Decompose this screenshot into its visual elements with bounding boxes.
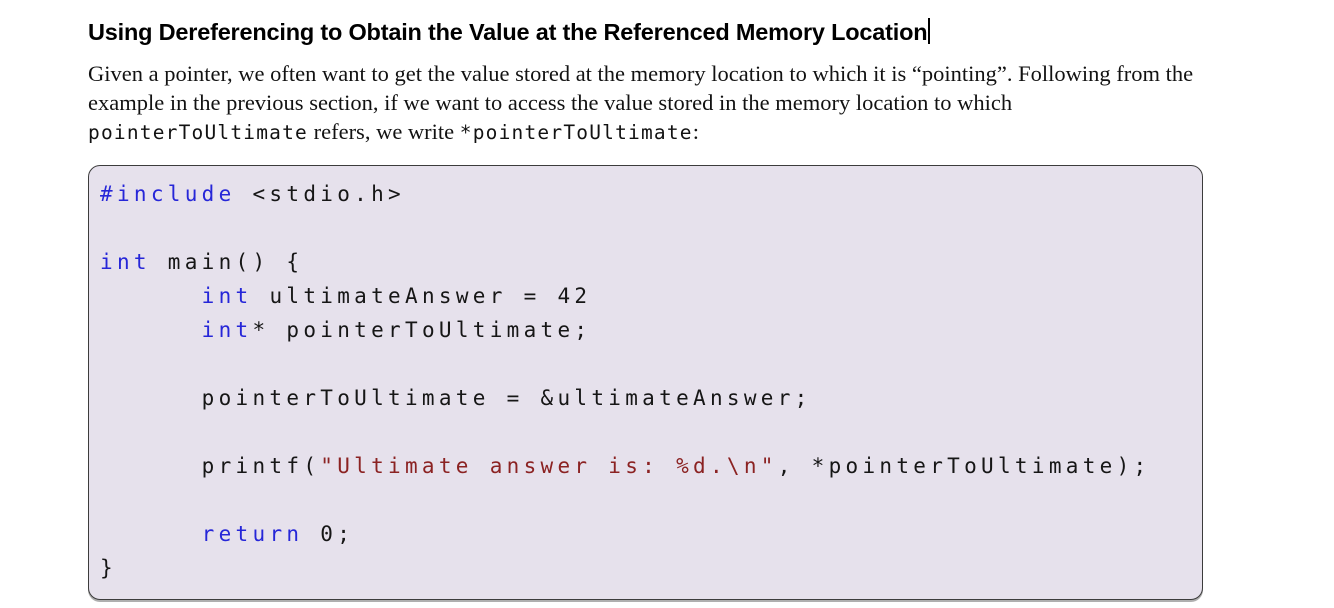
code-token-keyword: return bbox=[201, 522, 304, 546]
code-line bbox=[100, 483, 1194, 517]
code-token-string: "Ultimate answer is: %d.\n" bbox=[320, 454, 778, 478]
code-line bbox=[100, 347, 1194, 381]
code-token-plain bbox=[100, 284, 202, 308]
body-text-segment: refers, we write bbox=[307, 119, 460, 144]
code-line: } bbox=[100, 551, 1194, 585]
body-text-segment: Given a pointer, we often want to get th… bbox=[88, 61, 1194, 115]
code-token-plain: main() { bbox=[150, 250, 304, 274]
code-token-keyword: int bbox=[100, 250, 151, 274]
code-token-plain: * pointerToUltimate; bbox=[252, 318, 592, 342]
section-heading-text: Using Dereferencing to Obtain the Value … bbox=[88, 19, 928, 45]
section-heading[interactable]: Using Dereferencing to Obtain the Value … bbox=[88, 18, 931, 46]
code-line: #include <stdio.h> bbox=[100, 177, 1194, 211]
code-line bbox=[100, 211, 1194, 245]
code-token-plain bbox=[100, 318, 202, 342]
code-line: return 0; bbox=[100, 517, 1194, 551]
code-token-plain: , *pointerToUltimate); bbox=[777, 454, 1151, 478]
code-line: int ultimateAnswer = 42 bbox=[100, 279, 1194, 313]
code-line bbox=[100, 415, 1194, 449]
code-token-plain: 0; bbox=[303, 522, 355, 546]
code-token-keyword: #include bbox=[100, 182, 236, 206]
code-line: printf("Ultimate answer is: %d.\n", *poi… bbox=[100, 449, 1194, 483]
code-token-plain: } bbox=[100, 556, 117, 580]
code-line: int* pointerToUltimate; bbox=[100, 313, 1194, 347]
code-token-plain: ultimateAnswer = 42 bbox=[252, 284, 592, 308]
code-line: int main() { bbox=[100, 245, 1194, 279]
code-token-plain: <stdio.h> bbox=[235, 182, 405, 206]
code-line: pointerToUltimate = &ultimateAnswer; bbox=[100, 381, 1194, 415]
code-token-plain bbox=[100, 522, 202, 546]
code-token-plain: printf( bbox=[100, 454, 321, 478]
body-paragraph[interactable]: Given a pointer, we often want to get th… bbox=[88, 59, 1208, 147]
code-block[interactable]: #include <stdio.h> int main() { int ultim… bbox=[88, 165, 1203, 600]
code-token-keyword: int bbox=[201, 318, 253, 342]
inline-code: pointerToUltimate bbox=[88, 121, 308, 144]
body-text-segment: : bbox=[692, 119, 699, 144]
code-token-keyword: int bbox=[201, 284, 253, 308]
text-cursor bbox=[928, 18, 931, 44]
code-token-plain: pointerToUltimate = &ultimateAnswer; bbox=[100, 386, 812, 410]
inline-code: *pointerToUltimate bbox=[459, 121, 693, 144]
